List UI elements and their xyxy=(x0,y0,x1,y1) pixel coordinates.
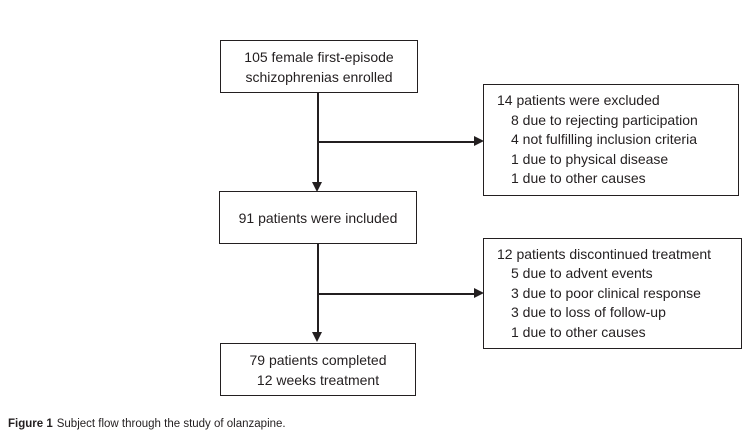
box-excluded-item: 8 due to rejecting participation xyxy=(511,111,698,128)
box-completed-line-1: 79 patients completed xyxy=(249,351,387,368)
connector-down-1 xyxy=(317,93,319,184)
box-excluded-item: 1 due to other causes xyxy=(511,170,646,187)
box-enrolled: 105 female first-episode schizophrenias … xyxy=(220,40,418,93)
box-discontinued-item: 3 due to poor clinical response xyxy=(511,284,701,301)
box-discontinued-title: 12 patients discontinued treatment xyxy=(497,245,712,262)
box-excluded: 14 patients were excluded 8 due to rejec… xyxy=(483,84,739,196)
box-enrolled-line-1: 105 female first-episode xyxy=(244,48,394,65)
connector-right-1 xyxy=(318,141,475,143)
arrowhead-down-icon xyxy=(312,182,322,192)
box-discontinued-item: 1 due to other causes xyxy=(511,323,646,340)
box-included-line-1: 91 patients were included xyxy=(238,209,398,226)
box-enrolled-line-2: schizophrenias enrolled xyxy=(245,68,393,85)
connector-right-2 xyxy=(318,293,475,295)
box-excluded-item: 1 due to physical disease xyxy=(511,150,669,167)
box-discontinued: 12 patients discontinued treatment 5 due… xyxy=(483,238,742,349)
box-discontinued-item: 5 due to advent events xyxy=(511,265,653,282)
box-completed-line-2: 12 weeks treatment xyxy=(256,371,380,388)
arrowhead-right-icon xyxy=(474,288,484,298)
box-excluded-item: 4 not fulfilling inclusion criteria xyxy=(511,131,697,148)
box-excluded-title: 14 patients were excluded xyxy=(497,92,660,109)
box-discontinued-item: 3 due to loss of follow-up xyxy=(511,304,666,321)
box-included: 91 patients were included xyxy=(219,191,417,244)
arrowhead-down-icon xyxy=(312,332,322,342)
figure-caption-label: Figure 1 xyxy=(8,418,53,430)
box-completed: 79 patients completed 12 weeks treatment xyxy=(220,343,416,396)
arrowhead-right-icon xyxy=(474,136,484,146)
connector-down-2 xyxy=(317,244,319,334)
figure-caption-text: Subject flow through the study of olanza… xyxy=(56,418,286,430)
